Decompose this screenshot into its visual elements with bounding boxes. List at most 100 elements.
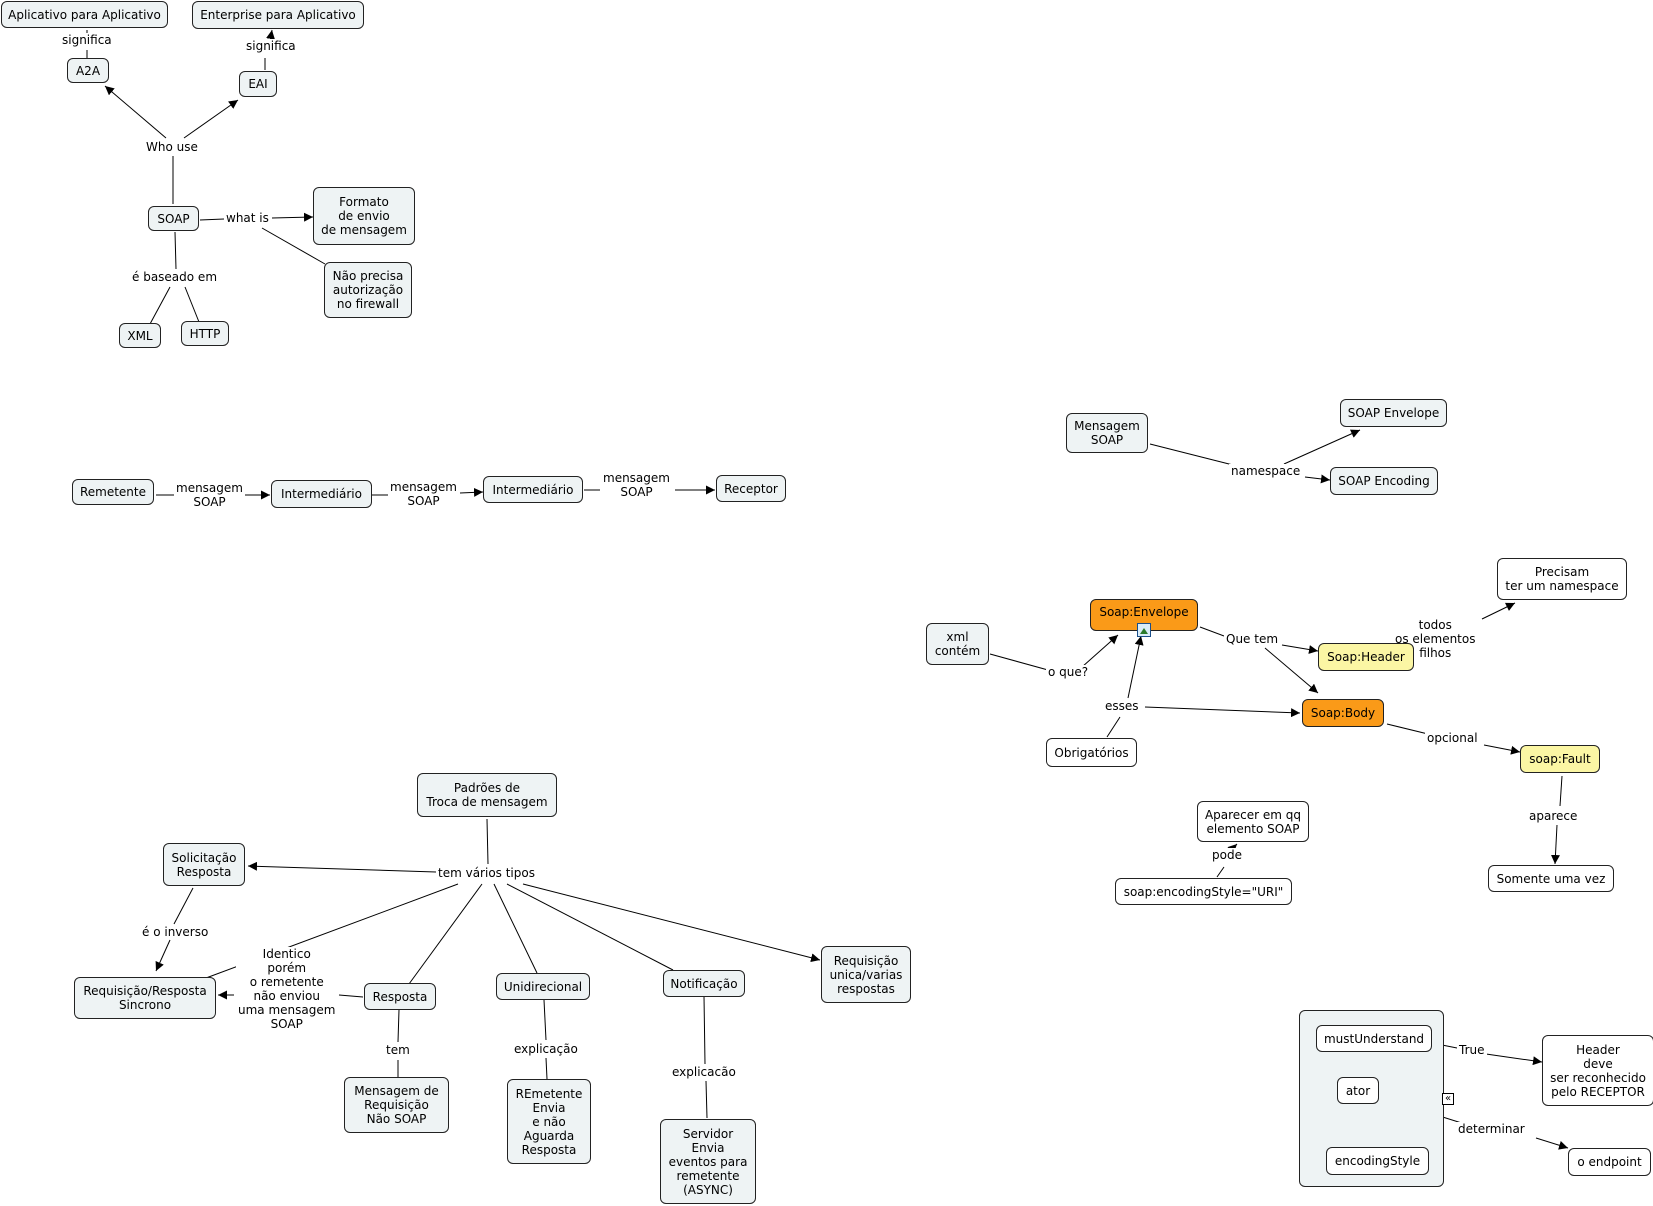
link-label-o-que: o que? bbox=[1046, 665, 1091, 679]
edge-determinar-endpoint bbox=[1535, 1137, 1569, 1150]
link-label-esses: esses bbox=[1103, 699, 1141, 713]
concept-xml[interactable]: XML bbox=[119, 323, 161, 348]
concept-solicitacao-resposta[interactable]: Solicitação Resposta bbox=[163, 843, 245, 886]
concept-soap-envelope-namespace[interactable]: SOAP Envelope bbox=[1340, 399, 1447, 427]
edge-todos-precisam bbox=[1481, 602, 1516, 620]
concept-precisam-ter-namespace[interactable]: Precisam ter um namespace bbox=[1497, 558, 1627, 600]
edge-varios-solicitacao bbox=[247, 861, 437, 873]
link-label-who-use: Who use bbox=[144, 140, 200, 154]
edge-whouse-eai bbox=[183, 99, 239, 139]
concept-a2a[interactable]: A2A bbox=[67, 58, 109, 83]
edge-namespace-envelope bbox=[1283, 429, 1361, 465]
edge-explicacao-servidor bbox=[705, 1080, 708, 1119]
edge-namespace-encoding bbox=[1304, 474, 1331, 484]
edge-body-opcional bbox=[1386, 723, 1429, 735]
concept-xml-contem[interactable]: xml contém bbox=[926, 623, 989, 665]
concept-remetente-envia-nao-aguarda[interactable]: REmetente Envia e não Aguarda Resposta bbox=[507, 1079, 591, 1164]
link-label-identico: Identico porém o remetente não enviou um… bbox=[236, 947, 338, 1031]
concept-encoding-style-uri[interactable]: soap:encodingStyle="URI" bbox=[1115, 878, 1292, 905]
edge-esses-envelope bbox=[1127, 635, 1144, 699]
edge-mensagem-namespace bbox=[1149, 443, 1234, 466]
edge-notificacao-explicacao bbox=[703, 995, 706, 1065]
edge-msg2-inter2 bbox=[459, 487, 484, 497]
concept-notificacao[interactable]: Notificação bbox=[663, 970, 745, 997]
edge-whatis-formato bbox=[271, 212, 314, 222]
edge-soap-whatis bbox=[199, 218, 225, 221]
link-label-namespace: namespace bbox=[1229, 464, 1303, 478]
concept-aplicativo-para-aplicativo[interactable]: Aplicativo para Aplicativo bbox=[1, 1, 168, 28]
edge-varios-requnica bbox=[522, 883, 821, 963]
concept-somente-uma-vez[interactable]: Somente uma vez bbox=[1488, 865, 1614, 892]
link-label-aparece: aparece bbox=[1527, 809, 1580, 823]
concept-unidirecional[interactable]: Unidirecional bbox=[496, 973, 590, 1000]
link-label-what-is: what is bbox=[224, 211, 271, 225]
concept-eai[interactable]: EAI bbox=[239, 71, 277, 97]
concept-mensagem-requisicao-nao-soap[interactable]: Mensagem de Requisição Não SOAP bbox=[344, 1077, 449, 1133]
link-label-tem: tem bbox=[384, 1043, 412, 1057]
concept-must-understand[interactable]: mustUnderstand bbox=[1316, 1025, 1432, 1052]
edge-resposta-tem bbox=[397, 1009, 400, 1043]
concept-padroes-troca-mensagem[interactable]: Padrões de Troca de mensagem bbox=[417, 773, 557, 817]
edge-padroes-varios bbox=[486, 818, 489, 865]
concept-nao-precisa-autorizacao[interactable]: Não precisa autorização no firewall bbox=[324, 262, 412, 318]
concept-soap-encoding-namespace[interactable]: SOAP Encoding bbox=[1330, 467, 1438, 495]
concept-soap-body[interactable]: Soap:Body bbox=[1302, 699, 1384, 727]
link-label-pode: pode bbox=[1210, 848, 1244, 862]
edge-whouse-a2a bbox=[104, 85, 167, 139]
concept-intermediario[interactable]: Intermediário bbox=[483, 476, 583, 503]
concept-encoding-style[interactable]: encodingStyle bbox=[1326, 1147, 1429, 1175]
concept-receptor[interactable]: Receptor bbox=[716, 475, 786, 502]
concept-obrigatorios[interactable]: Obrigatórios bbox=[1046, 738, 1137, 767]
link-label-significa: significa bbox=[244, 39, 298, 53]
link-label-tem-varios-tipos: tem vários tipos bbox=[436, 866, 537, 880]
concept-soap[interactable]: SOAP bbox=[148, 206, 199, 231]
link-label-mensagem-soap: mensagem SOAP bbox=[601, 471, 672, 499]
edge-true-header bbox=[1485, 1053, 1543, 1066]
collapse-icon[interactable]: « bbox=[1442, 1093, 1454, 1105]
edge-whatis-naoprecisa bbox=[261, 227, 326, 265]
link-label-mensagem-soap: mensagem SOAP bbox=[174, 481, 245, 509]
link-label-baseado-em: é baseado em bbox=[130, 270, 220, 284]
edge-uri-pode bbox=[1216, 866, 1225, 878]
edge-soap-baseado bbox=[174, 231, 177, 270]
edge-esses-body bbox=[1144, 706, 1301, 718]
link-label-opcional: opcional bbox=[1425, 731, 1480, 745]
edge-aparece-somente bbox=[1550, 824, 1560, 865]
link-label-mensagem-soap: mensagem SOAP bbox=[388, 480, 459, 508]
link-label-determinar: determinar bbox=[1456, 1122, 1527, 1136]
edge-resposta-identico bbox=[338, 994, 364, 998]
concept-soap-fault[interactable]: soap:Fault bbox=[1520, 745, 1600, 773]
edge-varios-resposta bbox=[408, 883, 483, 985]
edge-baseado-http bbox=[184, 286, 200, 323]
edge-unidirecional-explicacao bbox=[543, 999, 547, 1041]
concept-requisicao-resposta-sincrono[interactable]: Requisição/Resposta Sincrono bbox=[74, 977, 216, 1019]
concept-resposta[interactable]: Resposta bbox=[364, 983, 436, 1010]
edge-envelope-quetem bbox=[1199, 626, 1225, 637]
concept-aparecer-qq-elemento[interactable]: Aparecer em qq elemento SOAP bbox=[1197, 801, 1309, 842]
link-label-que-tem: Que tem bbox=[1224, 632, 1281, 646]
link-label-explicacao: explicação bbox=[512, 1042, 580, 1056]
concept-formato-envio-mensagem[interactable]: Formato de envio de mensagem bbox=[313, 187, 415, 245]
concept-mensagem-soap[interactable]: Mensagem SOAP bbox=[1066, 413, 1148, 453]
edge-oque-envelope bbox=[1081, 634, 1119, 668]
concept-intermediario[interactable]: Intermediário bbox=[271, 480, 372, 508]
image-icon[interactable] bbox=[1137, 623, 1151, 637]
edge-solicitacao-inverso bbox=[173, 887, 194, 925]
concept-servidor-envia-eventos[interactable]: Servidor Envia eventos para remetente (A… bbox=[660, 1119, 756, 1204]
concept-remetente[interactable]: Remetente bbox=[72, 479, 154, 505]
edge-explicacao-remetente bbox=[545, 1057, 548, 1080]
edge-quetem-header bbox=[1281, 644, 1319, 654]
concept-soap-header[interactable]: Soap:Header bbox=[1318, 643, 1414, 671]
concept-o-endpoint[interactable]: o endpoint bbox=[1568, 1148, 1651, 1176]
link-label-explicacao: explicacão bbox=[670, 1065, 738, 1079]
concept-requisicao-unica-varias[interactable]: Requisição unica/varias respostas bbox=[821, 946, 911, 1003]
concept-ator[interactable]: ator bbox=[1337, 1077, 1379, 1104]
concept-header-deve-ser-reconhecido[interactable]: Header deve ser reconhecido pelo RECEPTO… bbox=[1542, 1035, 1653, 1106]
concept-http[interactable]: HTTP bbox=[181, 321, 229, 346]
edge-fault-aparece bbox=[1559, 775, 1563, 807]
link-label-significa: significa bbox=[60, 33, 114, 47]
concept-enterprise-para-aplicativo[interactable]: Enterprise para Aplicativo bbox=[192, 1, 364, 29]
edge-inverso-reqresp bbox=[155, 939, 171, 972]
edge-xml-oque bbox=[989, 653, 1049, 671]
